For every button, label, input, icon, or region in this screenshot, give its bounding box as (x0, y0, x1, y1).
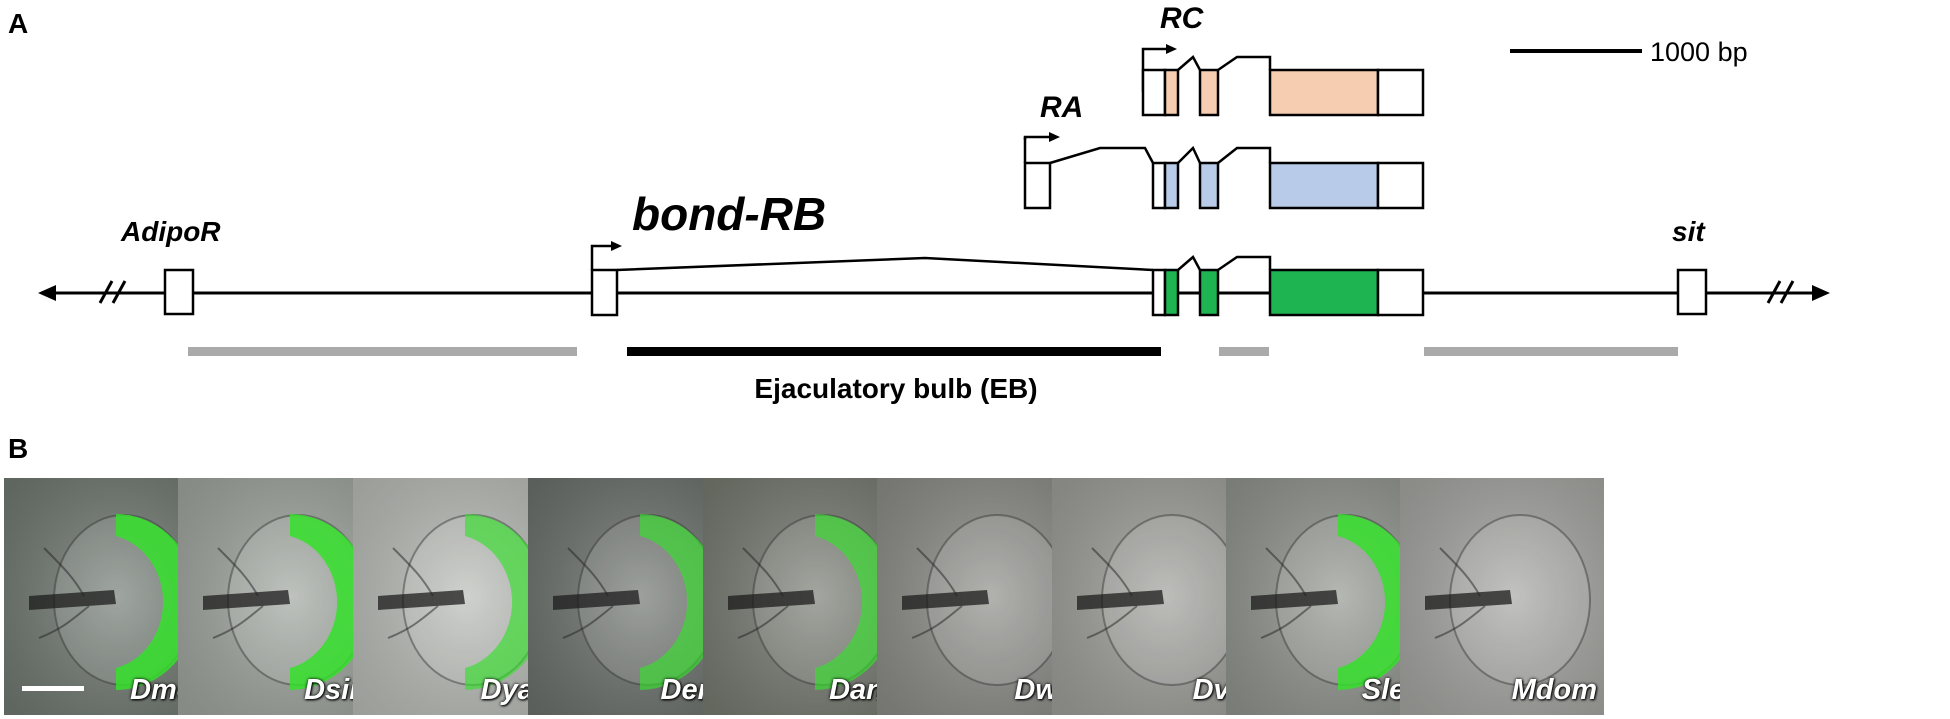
ra-exon-2a (1151, 161, 1167, 210)
rb-utr-3 (1376, 268, 1425, 317)
panel-b-label: B (8, 433, 28, 464)
micrograph-image (353, 478, 557, 715)
region-bar-grey-2 (1219, 347, 1269, 356)
gene-label-sit: sit (1672, 216, 1706, 247)
rc-exon-2 (1198, 68, 1220, 117)
region-label-eb: Ejaculatory bulb (EB) (754, 373, 1037, 404)
panel-a-label: A (8, 8, 28, 39)
scale-bar-label: 1000 bp (1650, 37, 1748, 67)
micrograph-mdom: Mdom (1400, 478, 1604, 715)
micrograph-dvir: Dvir (1052, 478, 1256, 715)
ra-exon-2b (1163, 161, 1180, 210)
genomic-locus: AdipoR sit bond-RB (38, 188, 1830, 317)
micrograph-image (703, 478, 907, 715)
ra-exon-4 (1268, 161, 1380, 210)
rb-exon-4 (1268, 268, 1380, 317)
rb-exon-2b (1163, 268, 1180, 317)
rb-exon-1 (590, 268, 619, 317)
micrograph-dyak: Dyak (353, 478, 557, 715)
rc-exon-1b (1163, 68, 1180, 117)
break-mark-left (111, 280, 127, 304)
isoform-rc: RC (1141, 2, 1425, 117)
rc-exon-1 (1141, 68, 1167, 117)
isoform-ra: RA (1023, 91, 1425, 210)
sit-exon (1676, 268, 1708, 316)
micrograph-image (4, 478, 208, 715)
gene-label-bond-rb: bond-RB (632, 188, 826, 240)
micrograph-dwil: Dwil (877, 478, 1081, 715)
micrograph-image (1052, 478, 1256, 715)
isoform-ra-label: RA (1040, 91, 1083, 124)
region-bar-eb (627, 347, 1161, 356)
rb-tss-arrow (590, 244, 612, 270)
micrograph-image (528, 478, 732, 715)
micrograph-dmel: Dmel (4, 478, 208, 715)
rb-exon-3 (1198, 268, 1220, 317)
adipor-exon (163, 268, 195, 316)
break-mark-right (1779, 280, 1795, 304)
left-arrowhead (38, 285, 56, 301)
rc-exon-3 (1268, 68, 1380, 117)
micrograph-image (1400, 478, 1604, 715)
rb-exon-2a (1151, 268, 1167, 317)
micrograph-image (877, 478, 1081, 715)
ra-utr-3 (1376, 161, 1425, 210)
isoform-rc-label: RC (1160, 2, 1205, 35)
rb-intron-long (616, 256, 1154, 272)
ra-tss-arrowhead (1049, 132, 1060, 142)
ra-exon-1 (1023, 161, 1052, 210)
micrograph-dsim: Dsim (178, 478, 382, 715)
rc-tss-arrowhead (1166, 44, 1177, 54)
micrograph-sleb: Sleb (1226, 478, 1430, 715)
rc-utr-3 (1376, 68, 1425, 117)
region-bar-grey-1 (188, 347, 577, 356)
image-scale-bar (22, 686, 84, 691)
ra-exon-3 (1198, 161, 1220, 210)
break-mark-right (1766, 280, 1782, 304)
break-mark-left (98, 280, 114, 304)
rb-tss-arrowhead (611, 241, 622, 251)
micrograph-image (178, 478, 382, 715)
gene-label-adipor: AdipoR (120, 216, 221, 247)
right-arrowhead (1812, 285, 1830, 301)
micrograph-image (1226, 478, 1430, 715)
gene-diagram: A 1000 bp RC RA (8, 2, 1830, 464)
micrograph-dere: Dere (528, 478, 732, 715)
region-bar-grey-3 (1424, 347, 1678, 356)
species-label-mdom: Mdom (1511, 674, 1597, 706)
